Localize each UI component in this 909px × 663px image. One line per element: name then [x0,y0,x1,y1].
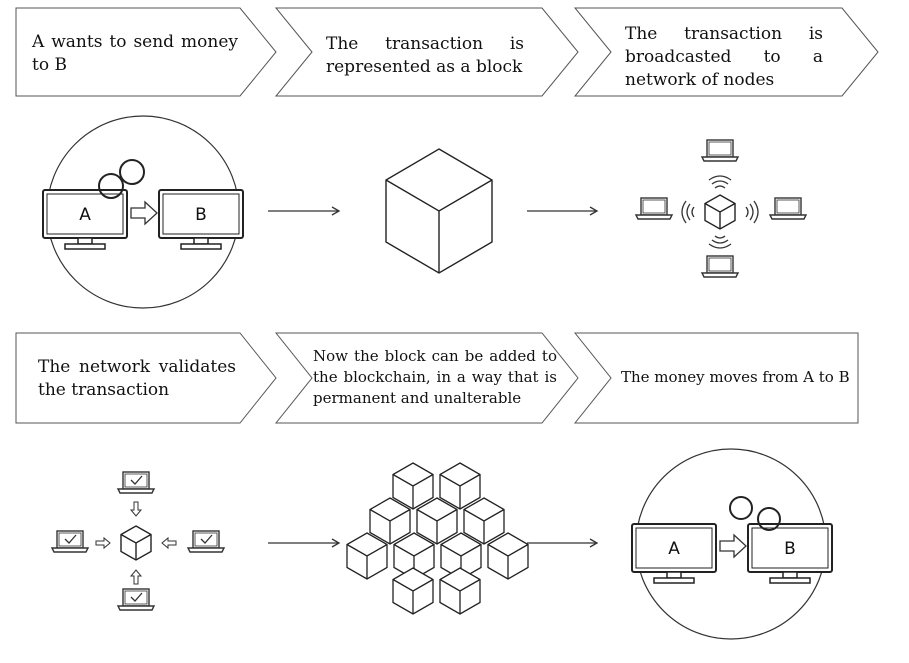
label-a: A [668,539,680,559]
flow-arrow [527,206,599,216]
laptop-icon [769,197,807,220]
signal-waves-icon [708,235,732,249]
monitor-a-icon: A [631,523,717,584]
laptop-check-icon [118,472,154,493]
arrow-down-icon [129,501,143,517]
label-b: B [784,539,796,559]
step-6-text: The money moves from A to B [621,368,850,386]
step-banner-2 [274,7,579,97]
monitor-a-icon: A [42,189,128,250]
laptop-check-icon [188,531,224,552]
step-banner-5 [274,332,579,424]
step-1-text: A wants to send money to B [32,32,238,75]
step-banner-6 [573,332,859,424]
laptop-icon [701,255,739,278]
monitor-b-icon: B [158,189,244,250]
step-banner-3 [573,7,879,97]
flow-arrow [268,206,341,216]
coin-icon [98,173,124,199]
validation-network-illustration [52,472,224,610]
arrow-left-icon [161,536,177,550]
coin-icon [757,507,781,531]
step-5-text: Now the block can be added to the blockc… [313,347,557,407]
label-a: A [79,205,91,225]
laptop-icon [635,197,673,220]
laptop-check-icon [52,531,88,552]
arrow-right-icon [95,536,111,550]
transfer-arrow-icon [719,533,747,559]
broadcast-network-illustration [635,139,807,278]
flow-arrow [268,538,341,548]
cube-node-icon [704,194,736,230]
block-cube-icon [385,148,493,274]
blockchain-cluster-icon [346,462,529,615]
a-to-b-illustration-top: A B [42,115,244,309]
step-3-text: The transaction is broadcasted to a netw… [625,24,823,90]
flow-arrow [527,538,599,548]
laptop-icon [701,139,739,162]
signal-waves-icon [681,200,695,224]
step-banner-1 [15,7,277,97]
monitor-b-icon: B [747,523,833,584]
signal-waves-icon [745,200,759,224]
transfer-arrow-icon [130,200,158,226]
a-to-b-illustration-bottom: A B [631,448,833,640]
label-b: B [195,205,207,225]
step-2-text: The transaction is represented as a bloc… [326,34,524,77]
coin-icon [119,159,145,185]
signal-waves-icon [708,175,732,189]
coin-icon [729,496,753,520]
cube-node-icon [120,525,152,561]
laptop-check-icon [118,589,154,610]
arrow-up-icon [129,569,143,585]
step-banner-4 [15,332,277,424]
step-4-text: The network validates the transaction [38,357,236,400]
